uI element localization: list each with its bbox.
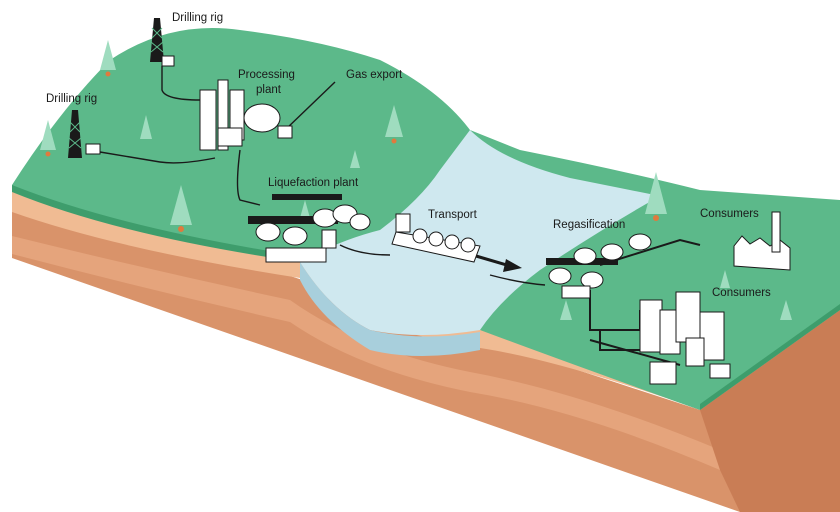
tree-icon [350,150,360,168]
tree-icon [720,270,730,288]
pipeline-icon [599,330,650,351]
label-regasification: Regasification [553,219,625,231]
tree-icon [170,185,192,232]
label-gas-export: Gas export [346,69,403,81]
tree-icon [100,40,116,77]
pipeline-icon [161,66,201,101]
tree-icon [300,200,310,218]
pipeline-icon [236,149,261,206]
storage-tank-icon [580,271,604,289]
pipeline-icon [99,151,216,164]
storage-tank-icon [548,267,572,285]
storage-tank-icon [573,247,597,265]
storage-tank-icon [628,233,652,251]
label-drilling-rig-top: Drilling rig [172,12,223,24]
pipeline-icon [489,274,546,286]
building-icon [639,299,663,353]
water-channel [300,130,660,356]
tree-icon [385,105,403,144]
pipeline-icon [589,339,681,366]
storage-tank-icon [282,226,308,246]
storage-tank-icon [243,103,281,133]
label-processing-plant-line2: plant [256,84,282,96]
storage-tank-icon [255,222,281,242]
tree-icon [140,115,152,139]
city-buildings [639,291,731,385]
arrow-right-icon [475,254,522,272]
processing-plant [199,79,293,151]
pipeline-icon [284,81,336,131]
regasification-plant [546,233,652,299]
lng-ship-icon [391,213,481,263]
building-icon [649,361,677,385]
tree-icon [645,172,667,221]
factory-icon [733,211,791,271]
tree-icon [560,300,572,320]
pipeline-icon [599,238,701,266]
label-consumers-city: Consumers [712,287,771,299]
storage-tank-icon [349,213,371,231]
storage-tank-icon [600,243,624,261]
pipeline-icon [339,244,391,256]
building-icon [675,291,701,343]
label-consumers-industrial: Consumers [700,208,759,220]
label-liquefaction-plant: Liquefaction plant [268,177,359,189]
drilling-rig-icon [150,18,175,67]
drilling-rig-icon [68,110,101,158]
trees [40,40,792,320]
tree-icon [780,300,792,320]
building-icon [685,337,705,367]
labels: Drilling rig Drilling rig Processing pla… [46,12,771,299]
label-drilling-rig-left: Drilling rig [46,93,97,105]
building-icon [709,363,731,379]
label-transport: Transport [428,209,478,221]
label-processing-plant-line1: Processing [238,69,295,81]
liquefaction-plant [248,194,371,263]
tree-icon [40,120,56,157]
